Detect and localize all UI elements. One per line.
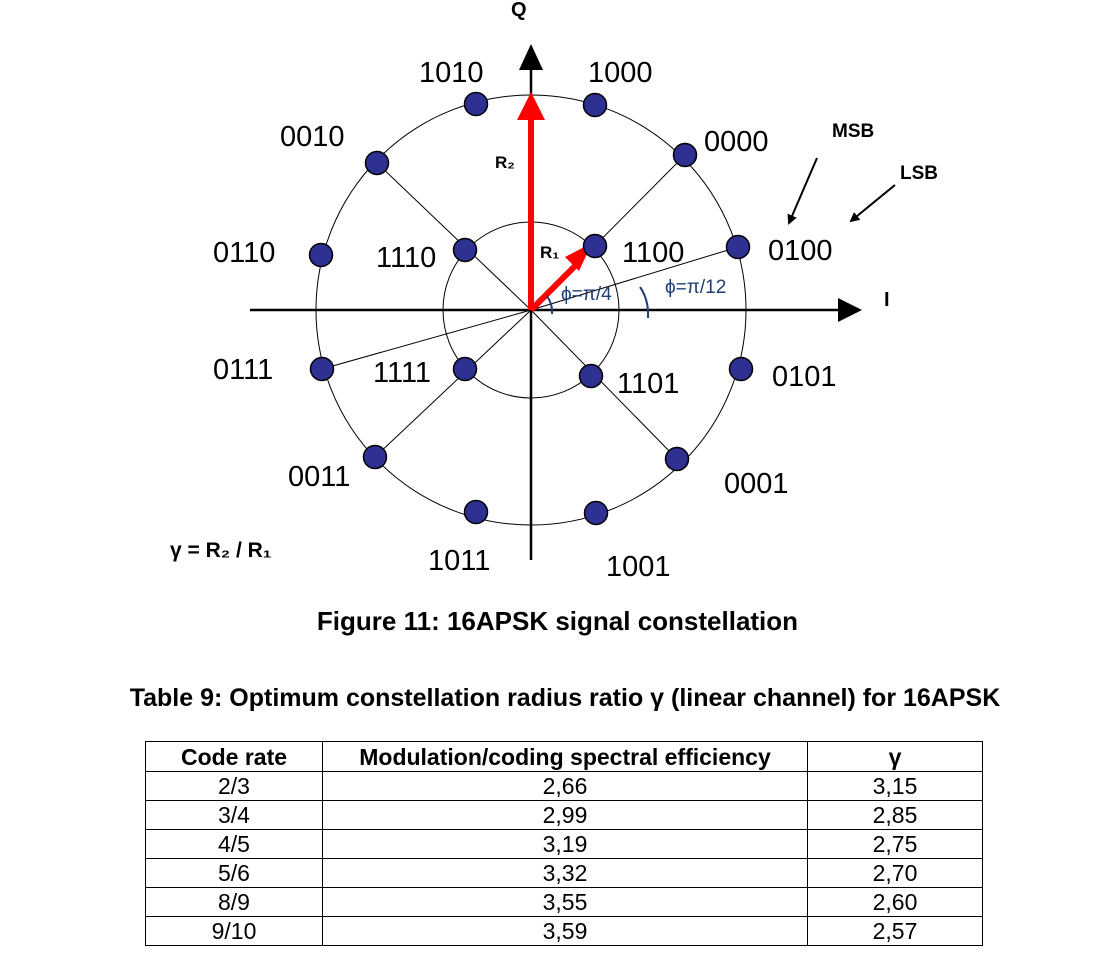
table-row: 8/9 3,55 2,60 <box>145 887 983 917</box>
cell-gamma: 3,15 <box>807 771 983 801</box>
point-1100 <box>582 233 608 259</box>
table-row: 4/5 3,19 2,75 <box>145 829 983 859</box>
label-1111: 1111 <box>373 357 431 389</box>
phi-outer-arc <box>639 286 650 319</box>
point-1110 <box>452 237 478 263</box>
cell-gamma: 2,75 <box>807 829 983 859</box>
gamma-formula: γ = R₂ / R₁ <box>170 539 271 562</box>
cell-spectral-efficiency: 3,32 <box>322 858 808 888</box>
label-0011: 0011 <box>288 461 350 493</box>
phi-inner-label: ϕ=π/4 <box>561 284 612 305</box>
table-caption: Table 9: Optimum constellation radius ra… <box>129 684 1001 712</box>
cell-spectral-efficiency: 3,19 <box>322 829 808 859</box>
label-1110: 1110 <box>376 242 436 274</box>
constellation-diagram: Q I R₂ R₁ ϕ=π/4 ϕ=π/12 MSB LSB 1100 1110 <box>170 0 938 583</box>
header-code-rate: Code rate <box>145 741 323 772</box>
label-0111: 0111 <box>213 354 273 386</box>
r2-label: R₂ <box>495 153 515 172</box>
figure-caption: Figure 11: 16APSK signal constellation <box>316 606 799 636</box>
msb-arrow <box>787 157 818 225</box>
point-0110 <box>308 242 334 268</box>
label-0100: 0100 <box>768 235 833 267</box>
point-0000 <box>672 142 698 168</box>
label-1000: 1000 <box>588 57 653 89</box>
cell-spectral-efficiency: 2,66 <box>322 771 808 801</box>
outer-points <box>308 91 754 526</box>
i-axis-arrowhead <box>838 298 862 322</box>
q-axis-arrowhead <box>519 44 543 70</box>
point-0100 <box>725 234 751 260</box>
label-0101: 0101 <box>772 361 837 393</box>
cell-code-rate: 2/3 <box>145 771 323 801</box>
q-axis-label: Q <box>511 0 527 21</box>
cell-spectral-efficiency: 2,99 <box>322 800 808 830</box>
label-1001: 1001 <box>606 551 671 583</box>
point-1101 <box>578 363 604 389</box>
point-0011 <box>362 444 388 470</box>
label-1101: 1101 <box>617 368 679 400</box>
cell-code-rate: 3/4 <box>145 800 323 830</box>
cell-code-rate: 5/6 <box>145 858 323 888</box>
phi-inner-arc <box>546 295 554 315</box>
r1-label: R₁ <box>540 243 559 262</box>
cell-spectral-efficiency: 3,59 <box>322 916 808 946</box>
cell-code-rate: 4/5 <box>145 829 323 859</box>
label-1011: 1011 <box>428 545 490 577</box>
point-0001 <box>664 446 690 472</box>
table-row: 9/10 3,59 2,57 <box>145 916 983 946</box>
cell-gamma: 2,70 <box>807 858 983 888</box>
header-spectral-efficiency: Modulation/coding spectral efficiency <box>322 741 808 772</box>
point-1111 <box>452 356 478 382</box>
cell-gamma: 2,60 <box>807 887 983 917</box>
point-1000 <box>582 92 608 118</box>
label-0000: 0000 <box>704 126 769 158</box>
label-0010: 0010 <box>280 121 345 153</box>
point-0111 <box>309 356 335 382</box>
point-1010 <box>463 91 489 117</box>
cell-gamma: 2,85 <box>807 800 983 830</box>
lsb-label: LSB <box>900 163 938 184</box>
r2-arrowhead <box>517 92 545 120</box>
table-row: 5/6 3,32 2,70 <box>145 858 983 888</box>
phi-outer-label: ϕ=π/12 <box>665 277 726 298</box>
r1-arrow-shaft <box>528 261 580 313</box>
table-header-row: Code rate Modulation/coding spectral eff… <box>145 741 983 772</box>
msb-label: MSB <box>832 121 874 142</box>
point-labels: 1100 1110 1111 1101 0100 0000 1000 1010 … <box>213 57 837 583</box>
table-row: 2/3 2,66 3,15 <box>145 771 983 801</box>
label-1010: 1010 <box>419 57 484 89</box>
inner-points <box>452 233 608 389</box>
point-0101 <box>728 356 754 382</box>
cell-code-rate: 8/9 <box>145 887 323 917</box>
point-1011 <box>463 499 489 525</box>
table-row: 3/4 2,99 2,85 <box>145 800 983 830</box>
cell-spectral-efficiency: 3,55 <box>322 887 808 917</box>
label-0110: 0110 <box>213 237 275 269</box>
cell-code-rate: 9/10 <box>145 916 323 946</box>
point-0010 <box>364 150 390 176</box>
point-1001 <box>583 500 609 526</box>
i-axis-label: I <box>884 289 890 311</box>
label-0001: 0001 <box>724 468 789 500</box>
lsb-arrow <box>849 184 896 223</box>
cell-gamma: 2,57 <box>807 916 983 946</box>
radius-ratio-table: Code rate Modulation/coding spectral eff… <box>145 741 983 946</box>
label-1100: 1100 <box>622 237 684 269</box>
header-gamma: γ <box>807 741 983 772</box>
